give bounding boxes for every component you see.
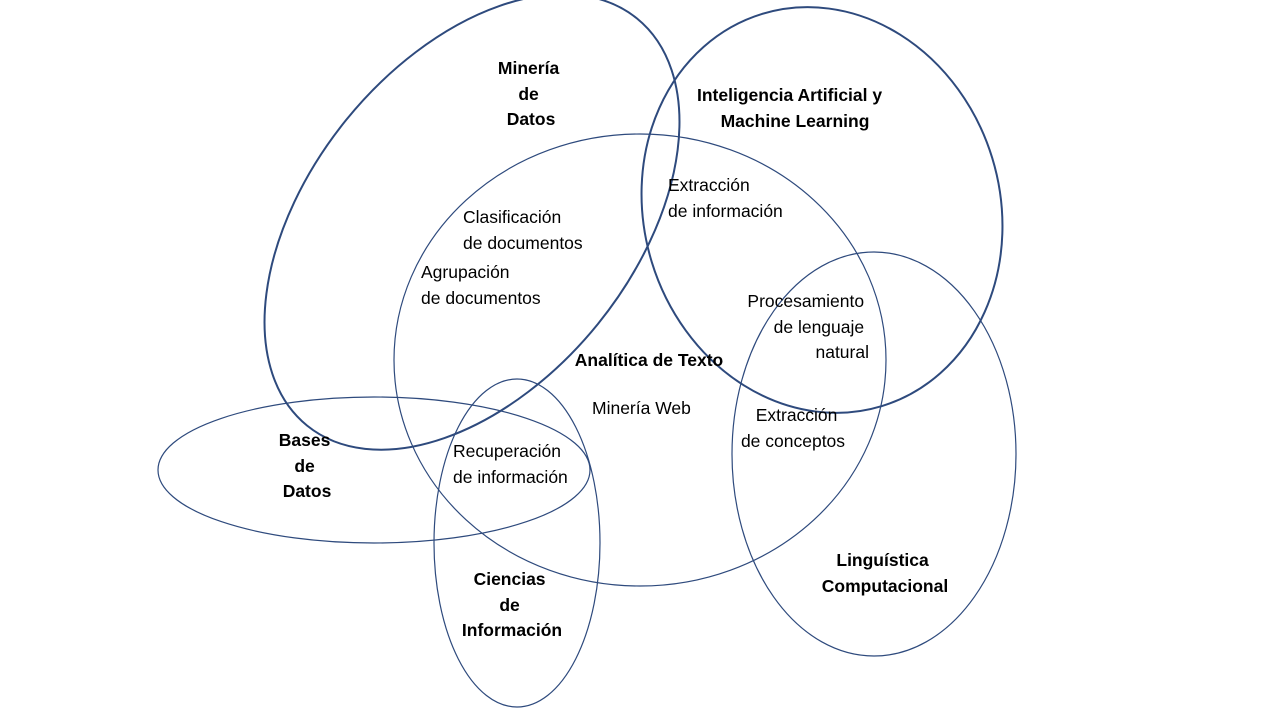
extraccion-informacion-line: Extracción	[668, 175, 750, 195]
mineria-datos-label-line: Datos	[507, 109, 556, 129]
bases-datos-label-line: de	[294, 456, 315, 476]
agrupacion-line: Agrupación	[421, 262, 510, 282]
ciencias-informacion-label-line: de	[499, 595, 520, 615]
extraccion-conceptos-line: de conceptos	[741, 431, 845, 451]
mineria-web-label: Minería Web	[592, 398, 691, 418]
mineria-datos-ellipse	[263, 0, 681, 451]
procesamiento-lenguaje-label: Procesamiento de lenguaje natural	[747, 291, 869, 362]
clasificacion-line: Clasificación	[463, 207, 561, 227]
recuperacion-informacion-line: de información	[453, 467, 568, 487]
extraccion-conceptos-line: Extracción	[756, 405, 838, 425]
extraccion-informacion-line: de información	[668, 201, 783, 221]
mineria-datos-label: Minería de Datos	[498, 58, 564, 129]
clasificacion-line: de documentos	[463, 233, 583, 253]
agrupacion-label: Agrupación de documentos	[421, 262, 541, 308]
recuperacion-informacion-label: Recuperación de información	[453, 441, 568, 487]
ciencias-informacion-ellipse	[433, 378, 601, 708]
recuperacion-informacion-line: Recuperación	[453, 441, 561, 461]
extraccion-informacion-label: Extracción de información	[668, 175, 783, 221]
bases-datos-label: Bases de Datos	[279, 430, 335, 501]
clasificacion-label: Clasificación de documentos	[463, 207, 583, 253]
ia-ml-label-line: Inteligencia Artificial y	[697, 85, 882, 105]
bases-datos-ellipse	[157, 396, 591, 544]
ciencias-informacion-label-line: Información	[462, 620, 562, 640]
procesamiento-lenguaje-line: natural	[815, 342, 869, 362]
extraccion-conceptos-label: Extracción de conceptos	[741, 405, 845, 451]
linguistica-ellipse	[731, 251, 1017, 657]
analitica-texto-circle	[393, 133, 887, 587]
analitica-texto-label: Analítica de Texto	[575, 350, 723, 370]
ia-ml-label: Inteligencia Artificial y Machine Learni…	[697, 85, 887, 131]
procesamiento-lenguaje-line: Procesamiento	[747, 291, 864, 311]
mineria-datos-label-line: de	[518, 84, 539, 104]
linguistica-label-line: Computacional	[822, 576, 948, 596]
bases-datos-label-line: Datos	[283, 481, 332, 501]
ia-ml-label-line: Machine Learning	[721, 111, 870, 131]
bases-datos-label-line: Bases	[279, 430, 331, 450]
linguistica-label-line: Linguística	[836, 550, 929, 570]
agrupacion-line: de documentos	[421, 288, 541, 308]
ia-ml-ellipse	[640, 6, 1004, 414]
mineria-datos-label-line: Minería	[498, 58, 560, 78]
ciencias-informacion-label-line: Ciencias	[474, 569, 546, 589]
procesamiento-lenguaje-line: de lenguaje	[774, 317, 865, 337]
ciencias-informacion-label: Ciencias de Información	[462, 569, 562, 640]
linguistica-label: Linguística Computacional	[822, 550, 948, 596]
